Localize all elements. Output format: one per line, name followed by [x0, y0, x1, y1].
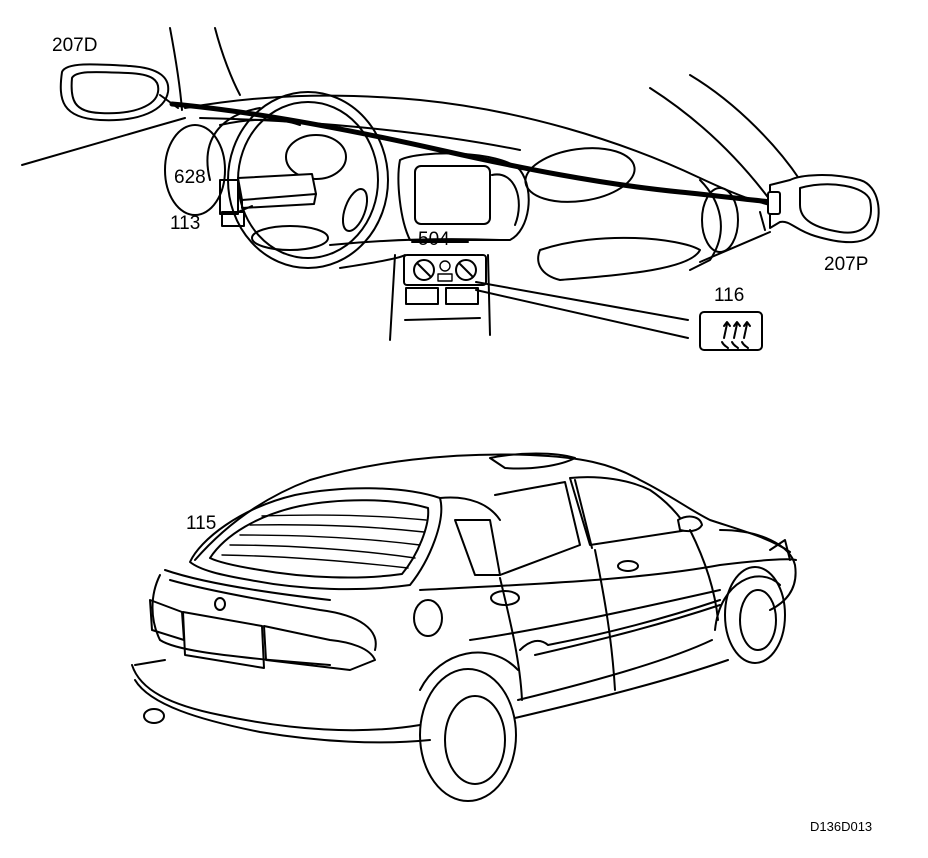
label-116: 116 — [714, 285, 745, 306]
dashboard-drawing — [21, 27, 880, 351]
rear-defrost-icon — [721, 321, 751, 349]
label-504: 504 — [418, 229, 450, 250]
car-drawing — [131, 452, 797, 802]
figure-code: D136D013 — [810, 819, 873, 834]
label-115: 115 — [186, 513, 217, 534]
label-628: 628 — [174, 167, 206, 188]
label-207p: 207P — [824, 254, 869, 275]
label-113: 113 — [170, 213, 201, 234]
label-207d: 207D — [52, 35, 98, 56]
